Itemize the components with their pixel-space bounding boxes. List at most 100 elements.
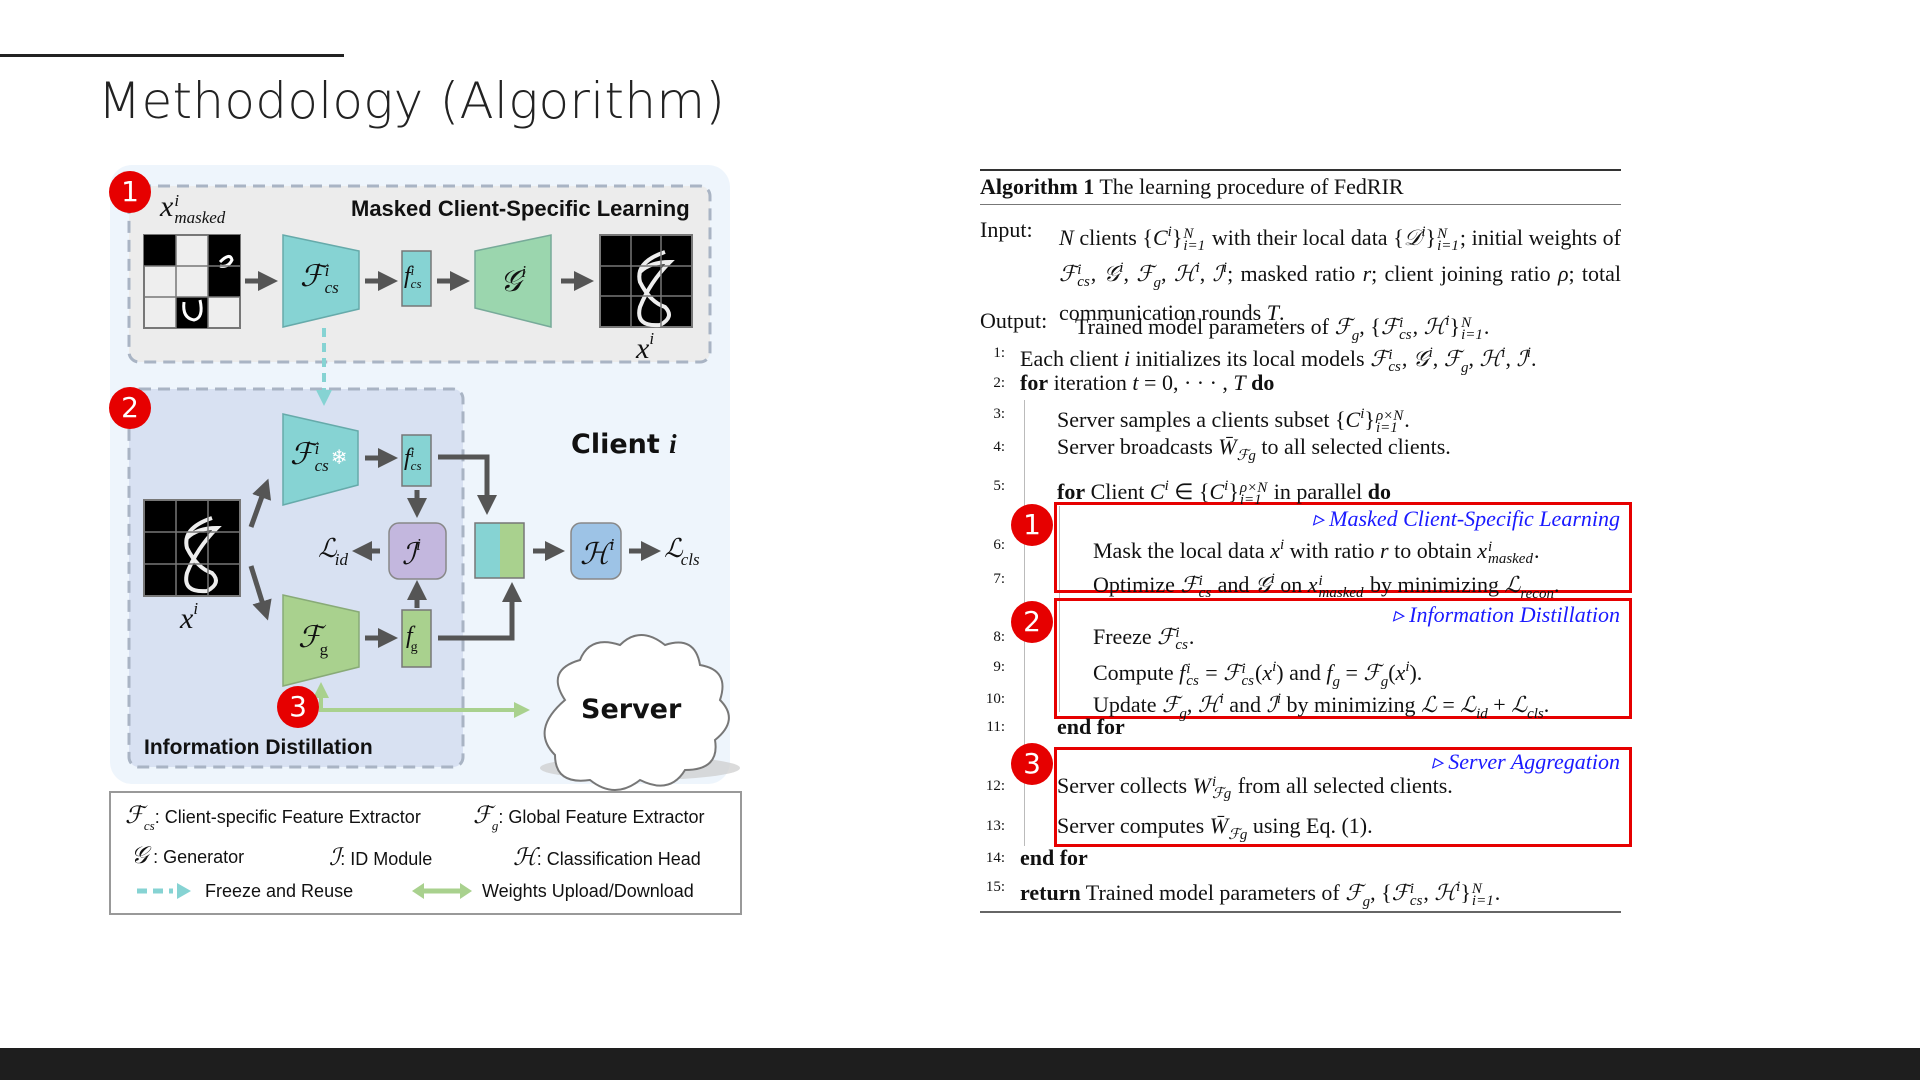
subscript: cs <box>1198 584 1212 601</box>
client-label-text: Client <box>571 429 670 460</box>
superscript: N <box>1183 225 1194 242</box>
text-segment: 𝒢 <box>1103 261 1120 286</box>
text-segment: } <box>1460 880 1471 905</box>
algorithm-line: end for <box>1057 714 1125 740</box>
text-segment: f <box>1326 660 1333 685</box>
fg-feature-label: fg <box>406 623 418 655</box>
text-segment: ℱ <box>1223 660 1241 685</box>
text-segment: The learning procedure of FedRIR <box>1094 174 1404 199</box>
text-segment: ℱ <box>1370 346 1388 371</box>
text-segment: and <box>1212 572 1255 597</box>
superscript: i <box>1077 261 1082 278</box>
text-segment: i <box>1526 345 1531 361</box>
text-segment: ). <box>1409 660 1423 685</box>
text-segment: Each client <box>1020 346 1124 371</box>
superscript: ρ×N <box>1239 479 1268 496</box>
text-segment: , <box>1423 880 1435 905</box>
fcs-feature-block-2 <box>401 434 432 487</box>
text-segment: Server computes <box>1057 813 1210 838</box>
text-segment: initializes its local models <box>1129 346 1371 371</box>
text-segment: ρ <box>1557 261 1569 286</box>
text-segment: ℱg <box>1228 827 1248 843</box>
algorithm-line: Server broadcasts W̄ℱg to all selected c… <box>1057 434 1451 469</box>
text-segment: ℒ <box>1420 692 1437 717</box>
text-segment: g <box>1380 674 1389 690</box>
algorithm-line: Mask the local data xi with ratio r to o… <box>1093 532 1539 567</box>
fcs-extractor-block <box>282 234 360 328</box>
algorithm-line: for iteration t = 0, · · · , T do <box>1020 370 1274 396</box>
line-number: 14: <box>985 850 1005 866</box>
text-segment: . <box>1279 300 1285 325</box>
masked-section-title: Masked Client-Specific Learning <box>351 196 690 221</box>
annotation-masked-learning: ▹ Masked Client-Specific Learning <box>1312 506 1620 531</box>
superscript: i <box>1409 880 1415 897</box>
text-segment: ; initial weights of <box>1459 225 1621 250</box>
freeze-reuse-legend-icon <box>137 883 191 899</box>
line-number: 1: <box>993 345 1005 361</box>
text-segment: ℱ <box>1443 346 1462 371</box>
text-segment: ; client joining ratio <box>1371 261 1558 286</box>
text-segment: i <box>1123 346 1130 371</box>
text-segment: on <box>1274 572 1308 597</box>
text-segment: Algorithm 1 <box>980 174 1095 199</box>
text-segment: = 0, · · · , <box>1138 370 1234 395</box>
text-segment: end for <box>1057 714 1125 739</box>
text-segment: Compute <box>1093 660 1180 685</box>
text-segment: end for <box>1020 845 1088 870</box>
text-segment: 𝒢 <box>1254 572 1271 597</box>
text-segment: , <box>1468 346 1480 371</box>
text-segment: ℋ <box>1434 880 1457 905</box>
text-segment: i <box>1405 659 1410 675</box>
line-number: 8: <box>993 629 1005 645</box>
subscript: i=1 <box>1239 491 1262 508</box>
text-segment: i <box>1270 571 1275 587</box>
subscript: cs <box>1077 273 1090 290</box>
subscript: i=1 <box>1375 419 1398 436</box>
step-badge-2: 2 <box>109 387 151 429</box>
line-number: 4: <box>993 439 1005 455</box>
subscript: i=1 <box>1183 237 1206 254</box>
text-segment: . <box>1543 692 1550 717</box>
subscript: ℱg <box>1211 785 1232 802</box>
server-cloud <box>543 634 730 791</box>
alg-caption-rule <box>980 204 1621 205</box>
step-badge-3: 3 <box>277 686 319 728</box>
text-segment: g <box>1351 328 1360 344</box>
text-segment: ℋ <box>1173 261 1196 286</box>
legend-item-fg: ℱg: Global Feature Extractor <box>473 803 705 833</box>
fg-feature-block <box>401 609 432 668</box>
text-segment: } <box>1228 479 1239 504</box>
subscript: masked <box>1487 550 1533 567</box>
line-number: 2: <box>993 375 1005 391</box>
legend-weights-label: Weights Upload/Download <box>482 881 694 901</box>
text-segment: i <box>1456 879 1461 895</box>
line-number: 7: <box>993 571 1005 587</box>
weights-upload-download-arrow <box>313 682 530 718</box>
text-segment: g <box>1153 275 1162 291</box>
text-segment: ℱ <box>1059 261 1077 286</box>
line-number: 6: <box>993 537 1005 553</box>
text-segment: W̄ <box>1209 813 1229 838</box>
text-segment: i <box>1445 313 1450 329</box>
subscript: cs <box>1399 326 1412 343</box>
loss-cls-label: ℒcls <box>664 534 700 569</box>
text-segment: i <box>1119 260 1124 276</box>
text-segment: } <box>1425 225 1437 250</box>
text-segment: i <box>1219 691 1224 707</box>
text-segment: ; total communication rounds <box>1059 261 1622 325</box>
text-segment: from all selected clients. <box>1232 773 1453 798</box>
text-segment: . <box>1553 572 1560 597</box>
superscript: i <box>1211 773 1217 790</box>
